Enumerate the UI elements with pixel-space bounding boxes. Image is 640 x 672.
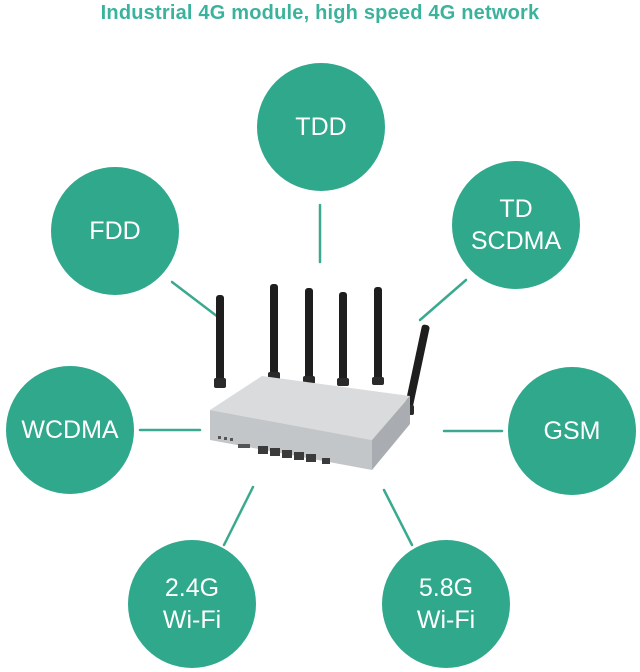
node-gsm: GSM [508, 367, 636, 495]
connector-wifi-58 [382, 488, 414, 547]
node-td-scdma: TD SCDMA [452, 161, 580, 289]
node-gsm-label: GSM [543, 416, 601, 445]
connector-fdd [170, 280, 224, 322]
connector-td-scdma [418, 278, 468, 322]
node-tdd: TDD [257, 63, 385, 191]
connector-lines [138, 203, 504, 547]
node-td-scdma-label-2: SCDMA [470, 227, 562, 255]
node-wcdma: WCDMA [6, 366, 134, 494]
node-fdd: FDD [51, 167, 179, 295]
node-tdd-label: TDD [295, 112, 347, 141]
router-icon [210, 284, 430, 470]
connector-wifi-24 [222, 485, 255, 547]
node-wifi-24-label-1: 2.4G [164, 573, 220, 602]
page-title: Industrial 4G module, high speed 4G netw… [100, 2, 540, 24]
node-wifi-58-label-1: 5.8G [418, 573, 474, 602]
node-fdd-label: FDD [89, 216, 141, 245]
node-wifi-58-label-2: Wi-Fi [416, 606, 476, 634]
node-td-scdma-label-1: TD [499, 194, 533, 223]
node-wifi-24-label-2: Wi-Fi [162, 606, 222, 634]
node-wifi-58: 5.8G Wi-Fi [382, 540, 510, 668]
node-wcdma-label: WCDMA [21, 415, 119, 444]
node-wifi-24: 2.4G Wi-Fi [128, 540, 256, 668]
